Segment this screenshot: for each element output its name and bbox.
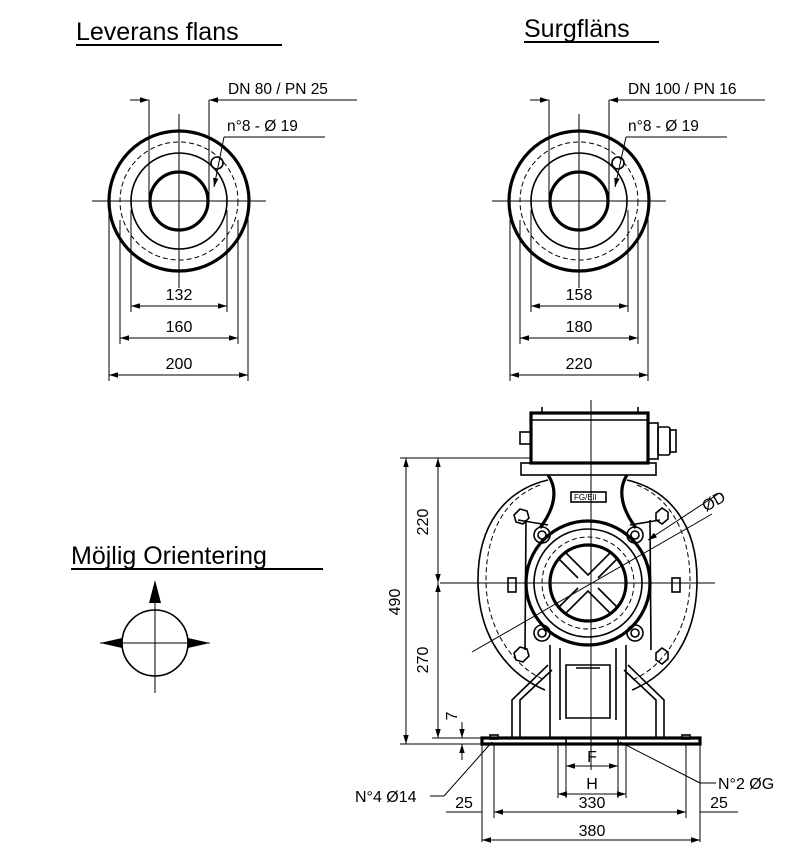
pump-dimension-lines — [400, 457, 738, 843]
dim-380: 380 — [579, 823, 606, 840]
nameplate-text: FG/Ell — [574, 493, 596, 502]
left-flange-drawing — [92, 97, 357, 381]
right-dim-220: 220 — [566, 356, 593, 373]
title-leverans-flans: Leverans flans — [76, 18, 282, 46]
svg-text:Möjlig Orientering: Möjlig Orientering — [71, 542, 267, 570]
right-dim-180: 180 — [566, 319, 593, 336]
left-dim-160: 160 — [166, 319, 193, 336]
title-mojlig-orientering: Möjlig Orientering — [71, 542, 323, 570]
right-holes-label: N°2 ØG — [718, 776, 774, 793]
dim-490: 490 — [387, 589, 404, 616]
right-dim-158: 158 — [566, 287, 593, 304]
pump-front-view — [440, 400, 715, 770]
arrow-up-icon — [149, 580, 161, 603]
left-flange-holes: n°8 - Ø 19 — [227, 118, 298, 135]
orientation-symbol — [100, 580, 210, 693]
svg-text:Surgfläns: Surgfläns — [524, 15, 630, 43]
right-flange-holes: n°8 - Ø 19 — [628, 118, 699, 135]
label-f: F — [587, 749, 597, 766]
dim-220: 220 — [415, 509, 432, 536]
svg-text:Leverans flans: Leverans flans — [76, 18, 239, 46]
right-flange-standard: DN 100 / PN 16 — [628, 81, 737, 98]
arrow-left-icon — [100, 638, 122, 648]
left-dim-132: 132 — [166, 287, 193, 304]
label-h: H — [586, 776, 598, 793]
dim-25-left: 25 — [455, 795, 473, 812]
arrow-right-icon — [188, 638, 210, 648]
dim-7: 7 — [444, 711, 461, 720]
right-flange-drawing — [492, 97, 765, 381]
dim-330: 330 — [579, 795, 606, 812]
dim-25-right: 25 — [710, 795, 728, 812]
left-flange-standard: DN 80 / PN 25 — [228, 81, 328, 98]
dim-270: 270 — [415, 647, 432, 674]
left-holes-label: N°4 Ø14 — [355, 789, 417, 806]
title-surgflans: Surgfläns — [524, 15, 659, 43]
diameter-d-label: ØD — [700, 489, 729, 516]
left-dim-200: 200 — [166, 356, 193, 373]
